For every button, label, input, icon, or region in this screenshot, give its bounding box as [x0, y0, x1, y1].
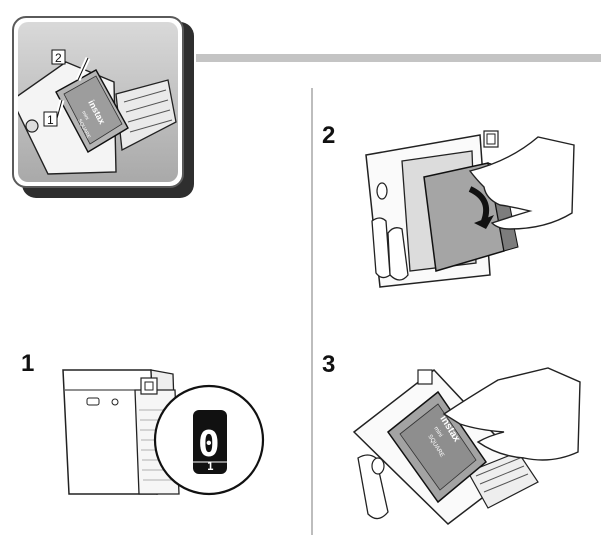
- thumbnail-callout-2: 2: [55, 51, 62, 65]
- film-counter-digit: 0: [198, 424, 220, 465]
- step-number-3: 3: [322, 351, 336, 378]
- header-rule: [196, 54, 601, 62]
- step-3-illustration: instax mini SQUARE: [352, 367, 581, 525]
- thumbnail-pack-sub-1: mini: [80, 110, 90, 121]
- step-number-2: 2: [322, 122, 336, 149]
- step-number-1: 1: [21, 350, 35, 377]
- thumbnail-camera-drawing: instax mini SQUARE 2 1: [18, 49, 177, 175]
- step-3-pack-sub-1: mini: [432, 426, 443, 439]
- thumbnail-illustration: instax mini SQUARE 2 1: [18, 22, 178, 182]
- film-counter-subdigit: 1: [207, 460, 214, 473]
- thumbnail-callout-1: 1: [47, 113, 54, 127]
- step-1-illustration: 0 1: [62, 369, 265, 496]
- step-2-illustration: [365, 130, 575, 288]
- center-divider: [311, 88, 313, 535]
